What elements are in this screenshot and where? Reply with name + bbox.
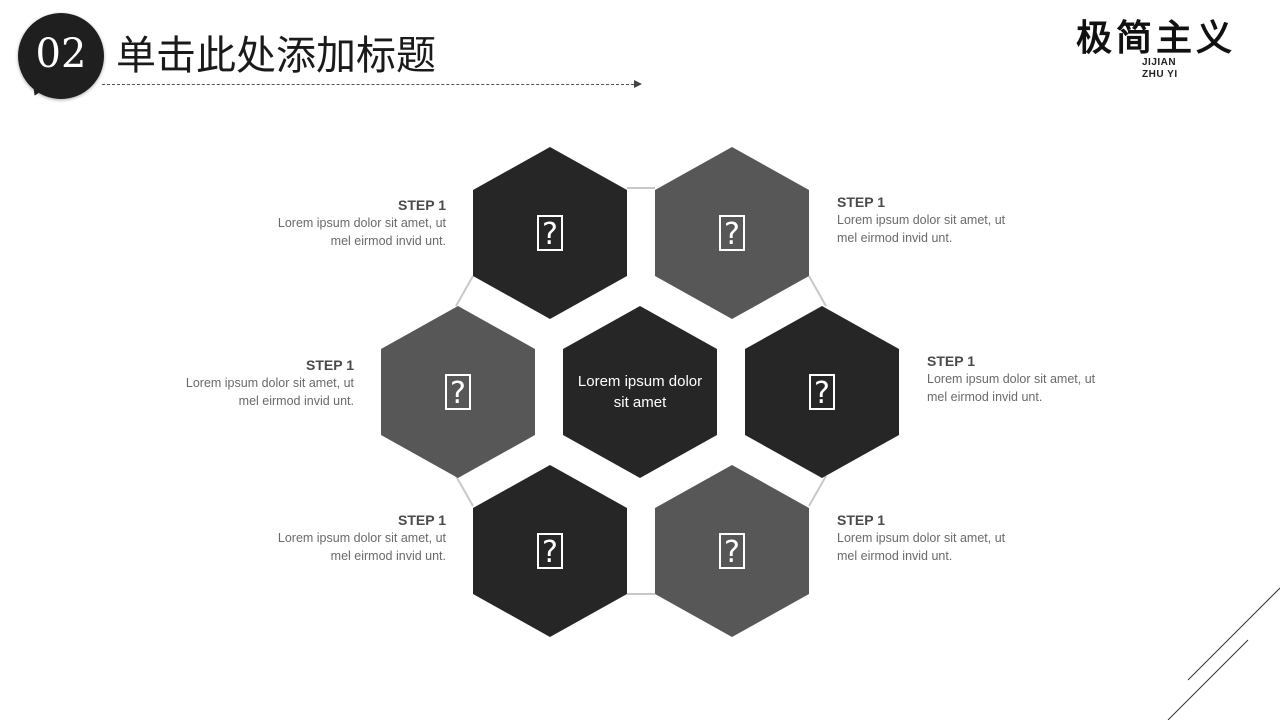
step-desc[interactable]: Lorem ipsum dolor sit amet, ut — [927, 372, 1096, 386]
step-title[interactable]: STEP 1 — [837, 194, 885, 210]
step-title[interactable]: STEP 1 — [927, 353, 975, 369]
step-desc[interactable]: mel eirmod invid unt. — [330, 549, 446, 563]
step-block-top-right: STEP 1 Lorem ipsum dolor sit amet, ut me… — [837, 193, 1047, 247]
step-desc[interactable]: mel eirmod invid unt. — [238, 394, 354, 408]
logo-sub-line-1: JIJIAN — [1142, 57, 1177, 68]
section-number-badge — [18, 13, 104, 99]
placeholder-icon: ? — [445, 374, 471, 411]
step-block-bottom-left: STEP 1 Lorem ipsum dolor sit amet, ut me… — [236, 511, 446, 565]
decorative-diagonal-lines — [1167, 587, 1280, 720]
placeholder-icon: ? — [719, 215, 745, 252]
brand-logo: 极简主义 — [1076, 18, 1237, 59]
connector-lower-left — [455, 475, 474, 507]
placeholder-icon: ? — [719, 533, 745, 570]
step-desc[interactable]: Lorem ipsum dolor sit amet, ut — [277, 216, 446, 230]
page-title[interactable]: 单击此处添加标题 — [116, 33, 436, 79]
section-number: 02 — [35, 31, 87, 77]
step-block-bottom-right: STEP 1 Lorem ipsum dolor sit amet, ut me… — [837, 511, 1047, 565]
step-desc[interactable]: Lorem ipsum dolor sit amet, ut — [837, 213, 1006, 227]
step-block-middle-right: STEP 1 Lorem ipsum dolor sit amet, ut me… — [927, 352, 1137, 406]
hex-middle-right: ? — [745, 306, 899, 478]
step-desc[interactable]: Lorem ipsum dolor sit amet, ut — [277, 531, 446, 545]
step-desc[interactable]: Lorem ipsum dolor sit amet, ut — [837, 531, 1006, 545]
hex-bottom-right: ? — [655, 465, 809, 637]
placeholder-icon: ? — [809, 374, 835, 411]
step-title[interactable]: STEP 1 — [398, 512, 446, 528]
step-title[interactable]: STEP 1 — [398, 197, 446, 213]
brand-logo-subtitle: JIJIAN ZHU YI — [1142, 57, 1178, 81]
step-title[interactable]: STEP 1 — [837, 512, 885, 528]
step-desc[interactable]: Lorem ipsum dolor sit amet, ut — [185, 376, 354, 390]
connector-upper-left — [455, 275, 474, 307]
logo-sub-line-2: ZHU YI — [1142, 69, 1178, 80]
step-desc[interactable]: mel eirmod invid unt. — [927, 390, 1043, 404]
center-label[interactable]: Lorem ipsum dolor sit amet — [577, 373, 703, 411]
hex-top-right: ? — [655, 147, 809, 319]
rule-arrow-icon — [634, 80, 642, 88]
connector-upper-right — [808, 275, 827, 307]
step-title[interactable]: STEP 1 — [306, 357, 354, 373]
step-desc[interactable]: mel eirmod invid unt. — [837, 231, 953, 245]
hex-center: Lorem ipsum dolor sit amet — [563, 306, 717, 478]
title-dashed-rule — [102, 84, 634, 85]
step-desc[interactable]: mel eirmod invid unt. — [330, 234, 446, 248]
connector-lower-right — [808, 475, 827, 507]
placeholder-icon: ? — [537, 215, 563, 252]
step-block-top-left: STEP 1 Lorem ipsum dolor sit amet, ut me… — [236, 196, 446, 250]
step-desc[interactable]: mel eirmod invid unt. — [837, 549, 953, 563]
step-block-middle-left: STEP 1 Lorem ipsum dolor sit amet, ut me… — [144, 356, 354, 410]
placeholder-icon: ? — [537, 533, 563, 570]
